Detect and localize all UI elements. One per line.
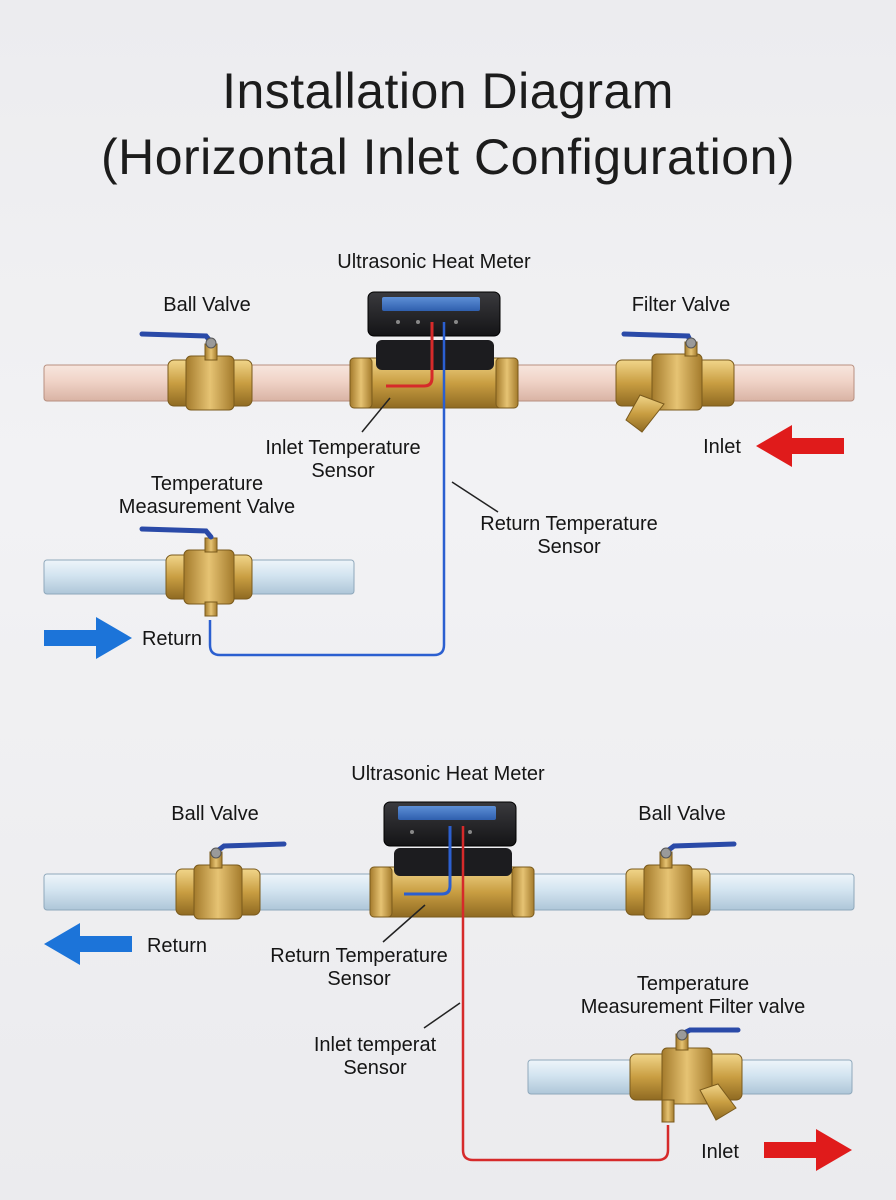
top-return-sensor-leader <box>451 481 499 513</box>
bottom-heat-meter <box>369 801 535 918</box>
top-filter-valve[interactable] <box>615 331 735 433</box>
top-temp-valve-label: Temperature <box>151 473 263 495</box>
top-ball-valve[interactable] <box>139 331 253 411</box>
top-temperature-measurement-valve[interactable] <box>139 526 253 617</box>
bottom-inlet-sensor-label: Inlet temperat <box>314 1034 437 1056</box>
bottom-inlet-sensor-leader <box>423 1002 461 1029</box>
top-temp-valve-label-2: Measurement Valve <box>119 496 295 518</box>
bottom-return-label: Return <box>147 935 207 957</box>
bottom-return-arrow <box>44 923 132 965</box>
bottom-left-ball-valve[interactable] <box>175 841 287 920</box>
top-inlet-sensor-label: Inlet Temperature <box>265 437 420 459</box>
bottom-right-ball-valve[interactable] <box>625 841 737 920</box>
top-inlet-sensor-label-2: Sensor <box>311 460 375 482</box>
bottom-return-sensor-label-2: Sensor <box>327 968 391 990</box>
top-inlet-sensor-wire <box>386 322 434 388</box>
bottom-return-sensor-wire <box>404 826 452 896</box>
top-return-label: Return <box>142 628 202 650</box>
top-filter-valve-label: Filter Valve <box>632 294 731 316</box>
top-ball-valve-label: Ball Valve <box>163 294 250 316</box>
top-return-sensor-label-2: Sensor <box>537 536 601 558</box>
bottom-inlet-label: Inlet <box>701 1141 739 1163</box>
bottom-inlet-arrow <box>764 1129 852 1171</box>
bottom-return-sensor-leader <box>382 904 426 943</box>
top-heat-meter <box>349 291 519 409</box>
bottom-inlet-sensor-wire <box>461 826 670 1162</box>
top-return-arrow <box>44 617 132 659</box>
bottom-meter-label: Ultrasonic Heat Meter <box>351 763 545 785</box>
top-return-sensor-wire <box>208 322 446 657</box>
top-inlet-arrow <box>756 425 844 467</box>
bottom-inlet-sensor-label-2: Sensor <box>343 1057 407 1079</box>
bottom-filter-valve-label: Temperature <box>637 973 749 995</box>
top-inlet-sensor-leader <box>361 397 391 433</box>
diagram-subtitle: (Horizontal Inlet Configuration) <box>100 129 796 185</box>
bottom-return-sensor-label: Return Temperature <box>270 945 448 967</box>
top-meter-label: Ultrasonic Heat Meter <box>337 251 531 273</box>
bottom-filter-valve-label-2: Measurement Filter valve <box>581 996 806 1018</box>
diagram-title: Installation Diagram <box>222 63 674 119</box>
bottom-left-valve-label: Ball Valve <box>171 803 258 825</box>
top-inlet-label: Inlet <box>703 436 741 458</box>
bottom-right-valve-label: Ball Valve <box>638 803 725 825</box>
bottom-temperature-measurement-filter-valve[interactable] <box>629 1027 743 1123</box>
top-return-sensor-label: Return Temperature <box>480 513 658 535</box>
